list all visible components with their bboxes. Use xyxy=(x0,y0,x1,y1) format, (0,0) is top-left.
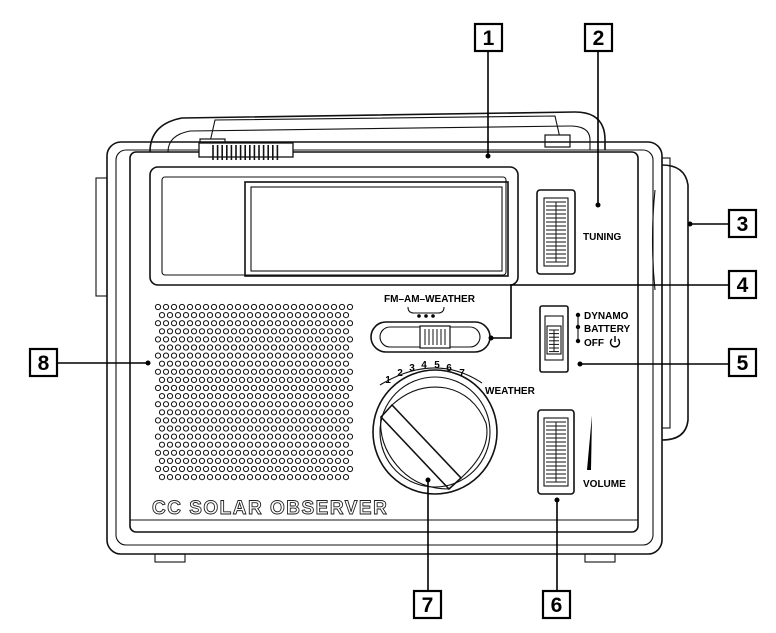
weather-label: WEATHER xyxy=(485,386,536,397)
dial-number: 3 xyxy=(409,363,415,374)
volume-wheel[interactable] xyxy=(537,409,575,495)
callout-7: 7 xyxy=(412,589,443,620)
tuning-label: TUNING xyxy=(583,232,622,243)
dial-number: 6 xyxy=(446,363,452,374)
callout-3: 3 xyxy=(727,208,758,239)
tuning-wheel[interactable] xyxy=(536,189,576,275)
band-bracket xyxy=(407,306,445,314)
off-label: OFF xyxy=(584,338,604,349)
radio-body xyxy=(95,141,671,563)
callout-1: 1 xyxy=(473,22,504,53)
svg-text:1: 1 xyxy=(483,27,495,50)
svg-text:3: 3 xyxy=(737,213,749,236)
display-window xyxy=(149,166,519,286)
band-selector-switch[interactable] xyxy=(370,321,491,353)
dynamo-label: DYNAMO xyxy=(584,311,629,322)
svg-text:6: 6 xyxy=(551,594,563,617)
battery-label: BATTERY xyxy=(584,324,630,335)
weather-channel-dial[interactable] xyxy=(372,369,498,495)
antenna-grip[interactable] xyxy=(198,142,294,160)
leader-lines xyxy=(57,50,729,591)
callout-2: 2 xyxy=(583,22,614,53)
svg-text:5: 5 xyxy=(737,352,749,375)
power-icon xyxy=(609,336,621,348)
callout-5: 5 xyxy=(727,347,758,378)
dial-number: 4 xyxy=(421,360,427,371)
volume-label: VOLUME xyxy=(583,479,626,490)
callout-4: 4 xyxy=(727,269,758,300)
svg-text:7: 7 xyxy=(422,594,434,617)
speaker-grille xyxy=(154,303,354,481)
power-source-switch[interactable] xyxy=(539,305,569,373)
callout-8: 8 xyxy=(28,347,59,378)
brand-logo: CC SOLAR OBSERVER xyxy=(152,498,388,519)
hand-crank[interactable] xyxy=(651,164,689,441)
svg-text:2: 2 xyxy=(593,27,605,50)
svg-text:4: 4 xyxy=(737,274,749,297)
dial-number: 5 xyxy=(434,360,440,371)
volume-wedge-icon xyxy=(587,415,592,470)
svg-text:8: 8 xyxy=(38,352,50,375)
power-mode-dots xyxy=(575,312,581,344)
callout-6: 6 xyxy=(541,589,572,620)
band-label: FM–AM–WEATHER xyxy=(384,294,476,305)
dial-number: 2 xyxy=(397,368,403,379)
dial-scale-arc xyxy=(379,367,483,386)
